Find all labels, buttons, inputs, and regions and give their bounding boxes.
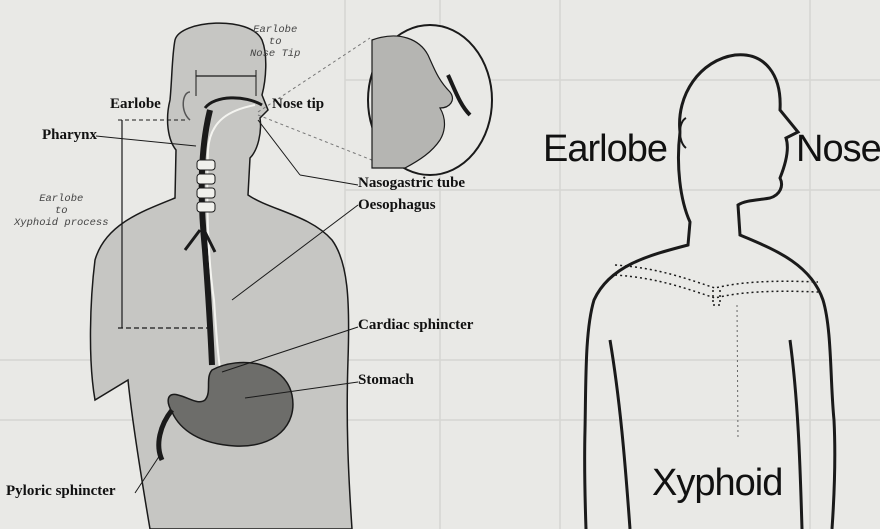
earlobe-to-nose-tip-line3: Nose Tip bbox=[250, 48, 300, 60]
right-earlobe-label: Earlobe bbox=[543, 128, 667, 171]
earlobe-to-nose-tip-line1: Earlobe bbox=[250, 24, 300, 36]
nasogastric-tube-label: Nasogastric tube bbox=[358, 175, 465, 192]
ear-outline bbox=[680, 118, 686, 148]
pyloric-sphincter-label: Pyloric sphincter bbox=[6, 483, 116, 500]
earlobe-to-xyphoid-line1: Earlobe bbox=[14, 193, 109, 205]
cardiac-sphincter-label: Cardiac sphincter bbox=[358, 317, 473, 334]
nose-tip-label: Nose tip bbox=[272, 96, 324, 113]
pharynx-label: Pharynx bbox=[42, 127, 97, 144]
earlobe-to-nose-tip-line2: to bbox=[250, 36, 300, 48]
arm-inner-right bbox=[790, 340, 802, 529]
right-xyphoid-label: Xyphoid bbox=[652, 462, 782, 505]
earlobe-to-nose-tip-label: Earlobe to Nose Tip bbox=[250, 24, 300, 60]
earlobe-to-xyphoid-line3: Xyphoid process bbox=[14, 217, 109, 229]
xyphoid-to-nose-line bbox=[737, 305, 738, 440]
earlobe-to-xyphoid-line2: to bbox=[14, 205, 109, 217]
earlobe-to-xyphoid-label: Earlobe to Xyphoid process bbox=[14, 193, 109, 229]
earlobe-label: Earlobe bbox=[110, 96, 161, 113]
right-nose-label: Nose bbox=[796, 128, 880, 171]
clavicle-tube-path bbox=[615, 265, 818, 305]
oesophagus-label: Oesophagus bbox=[358, 197, 436, 214]
stomach-label: Stomach bbox=[358, 372, 414, 389]
arm-inner-left bbox=[610, 340, 630, 529]
